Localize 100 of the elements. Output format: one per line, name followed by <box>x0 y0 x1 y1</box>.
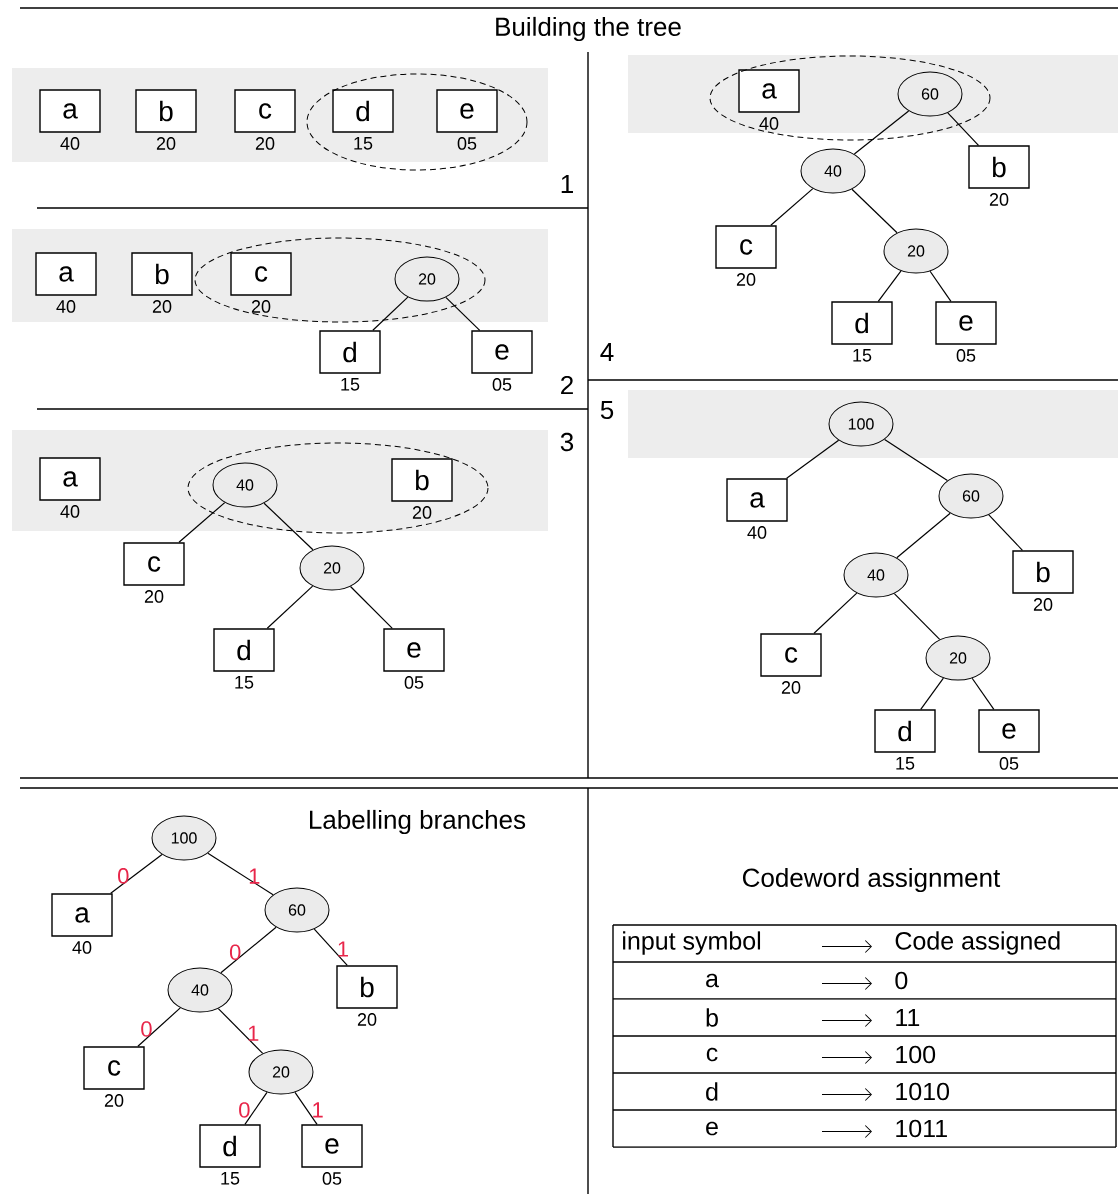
weight-label: 20 <box>357 1013 377 1026</box>
weight-label: 15 <box>354 137 373 150</box>
symbol-label: d <box>706 1082 718 1101</box>
weight-label: 05 <box>457 137 477 150</box>
tree-branch <box>971 677 995 710</box>
tree-branch <box>884 438 948 482</box>
symbol-box: c <box>83 1046 145 1090</box>
symbol-box: c <box>230 252 292 296</box>
tree-branch <box>947 112 980 146</box>
tree-branch <box>851 188 898 234</box>
symbol-label: c <box>706 1047 718 1062</box>
column-heading: Code assigned <box>895 931 1060 955</box>
weight-label: 20 <box>152 300 172 313</box>
symbol-box: e <box>383 628 445 672</box>
symbol-box: a <box>51 893 113 937</box>
weight-label: 20 <box>251 300 271 313</box>
weight-label: 20 <box>989 193 1009 206</box>
section-heading: Labelling branches <box>310 809 526 835</box>
step-number: 5 <box>600 400 614 420</box>
symbol-box: a <box>39 89 101 133</box>
weight-label: 40 <box>60 505 80 518</box>
tree-branch <box>137 1007 181 1047</box>
tree-branch <box>372 296 409 331</box>
section-heading: Codeword assignment <box>742 867 1001 893</box>
symbol-box: c <box>715 225 777 269</box>
weight-label: 20 <box>412 506 432 519</box>
weight-label: 40 <box>747 526 767 539</box>
weight-label: 05 <box>404 676 424 689</box>
symbol-label: e <box>706 1121 718 1136</box>
tree-branch <box>893 593 941 641</box>
symbol-box: b <box>131 252 193 296</box>
weight-label: 15 <box>221 1172 240 1185</box>
symbol-box: e <box>436 89 498 133</box>
bit-label: 0 <box>229 944 241 961</box>
symbol-box: a <box>738 69 800 113</box>
weight-label: 20 <box>1033 598 1053 611</box>
step-number: 4 <box>600 343 614 361</box>
tree-branch <box>988 514 1024 551</box>
symbol-box: d <box>831 301 893 345</box>
tree-branch <box>349 585 393 629</box>
tree-branch <box>178 502 226 543</box>
weight-label: 15 <box>896 757 915 770</box>
symbol-box: b <box>391 458 453 502</box>
weight-label: 15 <box>235 676 254 689</box>
code-label: 1011 <box>896 1119 947 1138</box>
tree-branch <box>294 1091 318 1125</box>
symbol-label: b <box>706 1008 718 1027</box>
weight-label: 15 <box>853 349 872 362</box>
tree-branch <box>896 512 951 559</box>
weight-label: 40 <box>72 941 92 954</box>
bit-label: 1 <box>338 941 348 957</box>
tree-branch <box>220 926 277 974</box>
step-number: 2 <box>561 375 573 395</box>
bit-label: 0 <box>141 1021 152 1037</box>
tree-branch <box>445 296 481 331</box>
title: Building the tree <box>496 16 681 42</box>
symbol-box: a <box>726 478 788 522</box>
tree-branch <box>786 439 840 479</box>
weight-label: 40 <box>759 117 779 130</box>
tree-branch <box>853 110 910 155</box>
step-number: 3 <box>560 432 574 452</box>
weight-label: 20 <box>255 137 275 150</box>
symbol-box: d <box>319 330 381 374</box>
weight-label: 20 <box>736 273 756 286</box>
symbol-box: e <box>935 301 997 345</box>
code-label: 100 <box>896 1045 936 1064</box>
step-number: 1 <box>561 175 573 193</box>
weight-label: 15 <box>341 378 360 391</box>
symbol-box: e <box>301 1124 363 1168</box>
weight-label: 05 <box>999 757 1019 770</box>
symbol-box: c <box>123 542 185 586</box>
code-label: 11 <box>896 1008 920 1027</box>
column-heading: input symbol <box>623 931 761 955</box>
tree-branch <box>877 270 902 302</box>
weight-label: 40 <box>60 137 80 150</box>
symbol-box: b <box>135 89 197 133</box>
weight-label: 05 <box>492 378 512 391</box>
symbol-box: e <box>978 709 1040 753</box>
bit-label: 0 <box>239 1102 250 1118</box>
weight-label: 20 <box>104 1094 124 1107</box>
weight-label: 20 <box>781 681 801 694</box>
tree-branch <box>217 1008 264 1055</box>
bit-label: 1 <box>313 1102 323 1118</box>
tree-branch <box>929 270 952 302</box>
tree-branch <box>313 928 348 966</box>
bit-label: 1 <box>248 1025 259 1041</box>
tree-branch <box>813 592 858 634</box>
symbol-box: a <box>35 252 97 296</box>
symbol-box: e <box>471 330 533 374</box>
code-label: 0 <box>895 971 908 990</box>
bit-label: 0 <box>118 868 129 884</box>
bit-label: 1 <box>249 868 260 884</box>
tree-branch <box>770 188 814 226</box>
symbol-box: b <box>968 145 1030 189</box>
symbol-box: d <box>874 709 936 753</box>
weight-label: 20 <box>144 590 164 603</box>
weight-label: 05 <box>322 1172 342 1185</box>
symbol-box: c <box>234 89 296 133</box>
symbol-box: d <box>199 1124 261 1168</box>
weight-label: 40 <box>56 300 76 313</box>
